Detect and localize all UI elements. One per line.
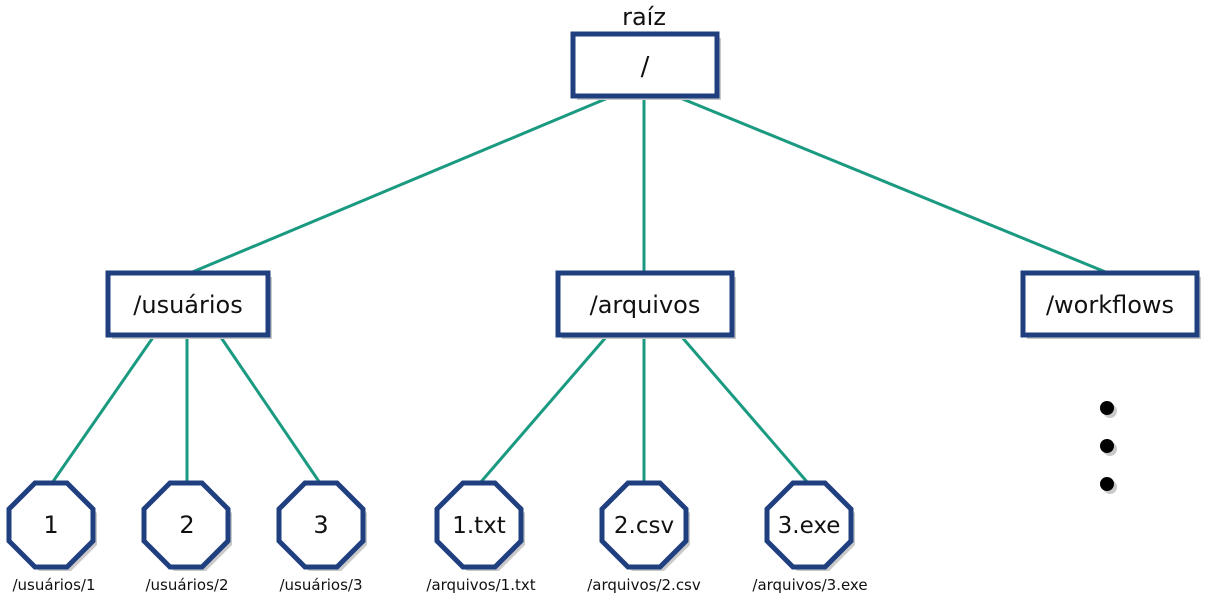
leaf-path-caption: /arquivos/2.csv	[587, 576, 701, 594]
leaf-path-caption: /usuários/3	[280, 576, 363, 594]
leaf-node-octagon	[764, 480, 854, 570]
edge-arquivos-3exe	[679, 335, 810, 484]
leaf-node-octagon	[599, 480, 689, 570]
leaf-path-caption: /arquivos/1.txt	[426, 576, 535, 594]
directory-node-box	[1020, 270, 1200, 338]
edge-root-usuarios	[189, 93, 616, 275]
directory-node-box	[555, 270, 735, 338]
leaf-node-label: 2.csv	[614, 513, 674, 539]
edge-arquivos-1txt	[478, 335, 609, 484]
leaf-node-label: 3	[313, 511, 328, 539]
directory-node-label: /workflows	[1046, 291, 1174, 319]
tree-edges	[50, 93, 1109, 484]
directory-node-label: /usuários	[133, 291, 242, 319]
leaf-node-arquivos-2csv[interactable]: 2.csv /arquivos/2.csv	[587, 480, 701, 594]
directory-node-box	[105, 270, 271, 338]
directory-node-label: /arquivos	[590, 291, 701, 319]
leaf-node-label: 2	[179, 511, 194, 539]
directory-node-arquivos[interactable]: /arquivos	[555, 270, 736, 339]
vertical-ellipsis-icon	[1100, 401, 1117, 494]
leaf-node-octagon	[6, 480, 96, 570]
leaf-node-label: 3.exe	[778, 513, 841, 539]
ellipsis-dot	[1100, 401, 1114, 415]
leaf-path-caption: /usuários/1	[13, 576, 96, 594]
ellipsis-dot	[1100, 439, 1114, 453]
ellipsis-dot	[1100, 477, 1114, 491]
leaf-node-usuarios-3[interactable]: 3 /usuários/3	[276, 480, 367, 594]
root-node[interactable]: raíz /	[570, 3, 721, 100]
edge-usuarios-1	[50, 335, 156, 484]
leaf-node-usuarios-2[interactable]: 2 /usuários/2	[141, 480, 232, 594]
root-node-label: /	[641, 52, 650, 82]
leaf-node-label: 1	[43, 511, 58, 539]
edge-usuarios-3	[218, 335, 322, 484]
root-node-box	[570, 31, 720, 99]
leaf-node-octagon	[434, 480, 524, 570]
leaf-path-caption: /usuários/2	[146, 576, 229, 594]
leaf-node-octagon	[141, 480, 231, 570]
leaf-node-label: 1.txt	[452, 513, 506, 539]
root-caption: raíz	[622, 3, 666, 31]
edge-root-workflows	[672, 93, 1109, 275]
directory-node-usuarios[interactable]: /usuários	[105, 270, 272, 339]
leaf-node-arquivos-1txt[interactable]: 1.txt /arquivos/1.txt	[426, 480, 536, 594]
leaf-node-usuarios-1[interactable]: 1 /usuários/1	[6, 480, 97, 594]
leaf-node-arquivos-3exe[interactable]: 3.exe /arquivos/3.exe	[752, 480, 868, 594]
leaf-node-octagon	[276, 480, 366, 570]
leaf-path-caption: /arquivos/3.exe	[752, 576, 867, 594]
directory-node-workflows[interactable]: /workflows	[1020, 270, 1201, 339]
